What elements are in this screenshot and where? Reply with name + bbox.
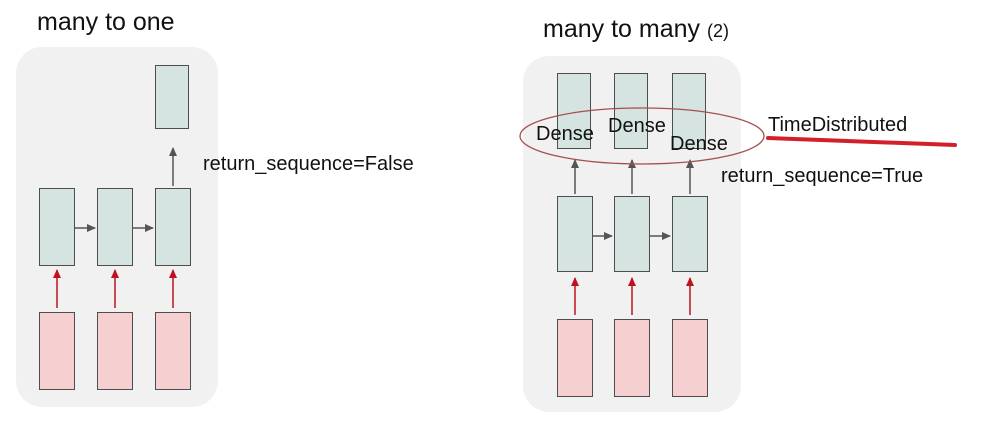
input-box-r3: [672, 319, 708, 397]
input-box-3: [155, 312, 191, 390]
dense-label-2: Dense: [608, 115, 666, 137]
output-box: [155, 65, 189, 129]
dense-label-1: Dense: [536, 123, 594, 145]
annotation-return-sequence-false: return_sequence=False: [203, 153, 414, 175]
dense-label-3: Dense: [670, 133, 728, 155]
title-many-to-many-text: many to many: [543, 15, 701, 43]
annotation-return-sequence-true: return_sequence=True: [721, 165, 924, 187]
input-box-r1: [557, 319, 593, 397]
time-distributed-underline: [766, 136, 957, 147]
time-distributed-ellipse: [519, 107, 765, 165]
rnn-cell-3: [155, 188, 191, 266]
rnn-cell-2: [97, 188, 133, 266]
rnn-cell-r2: [614, 196, 650, 272]
rnn-cell-r1: [557, 196, 593, 272]
title-many-to-many-suffix: (2): [706, 21, 729, 41]
input-box-2: [97, 312, 133, 390]
title-many-to-one: many to one: [37, 8, 175, 36]
input-box-1: [39, 312, 75, 390]
dense-box-2: [614, 73, 648, 149]
rnn-cell-1: [39, 188, 75, 266]
annotation-time-distributed: TimeDistributed: [768, 114, 908, 136]
rnn-cell-r3: [672, 196, 708, 272]
input-box-r2: [614, 319, 650, 397]
title-many-to-many: many to many (2): [543, 17, 729, 42]
